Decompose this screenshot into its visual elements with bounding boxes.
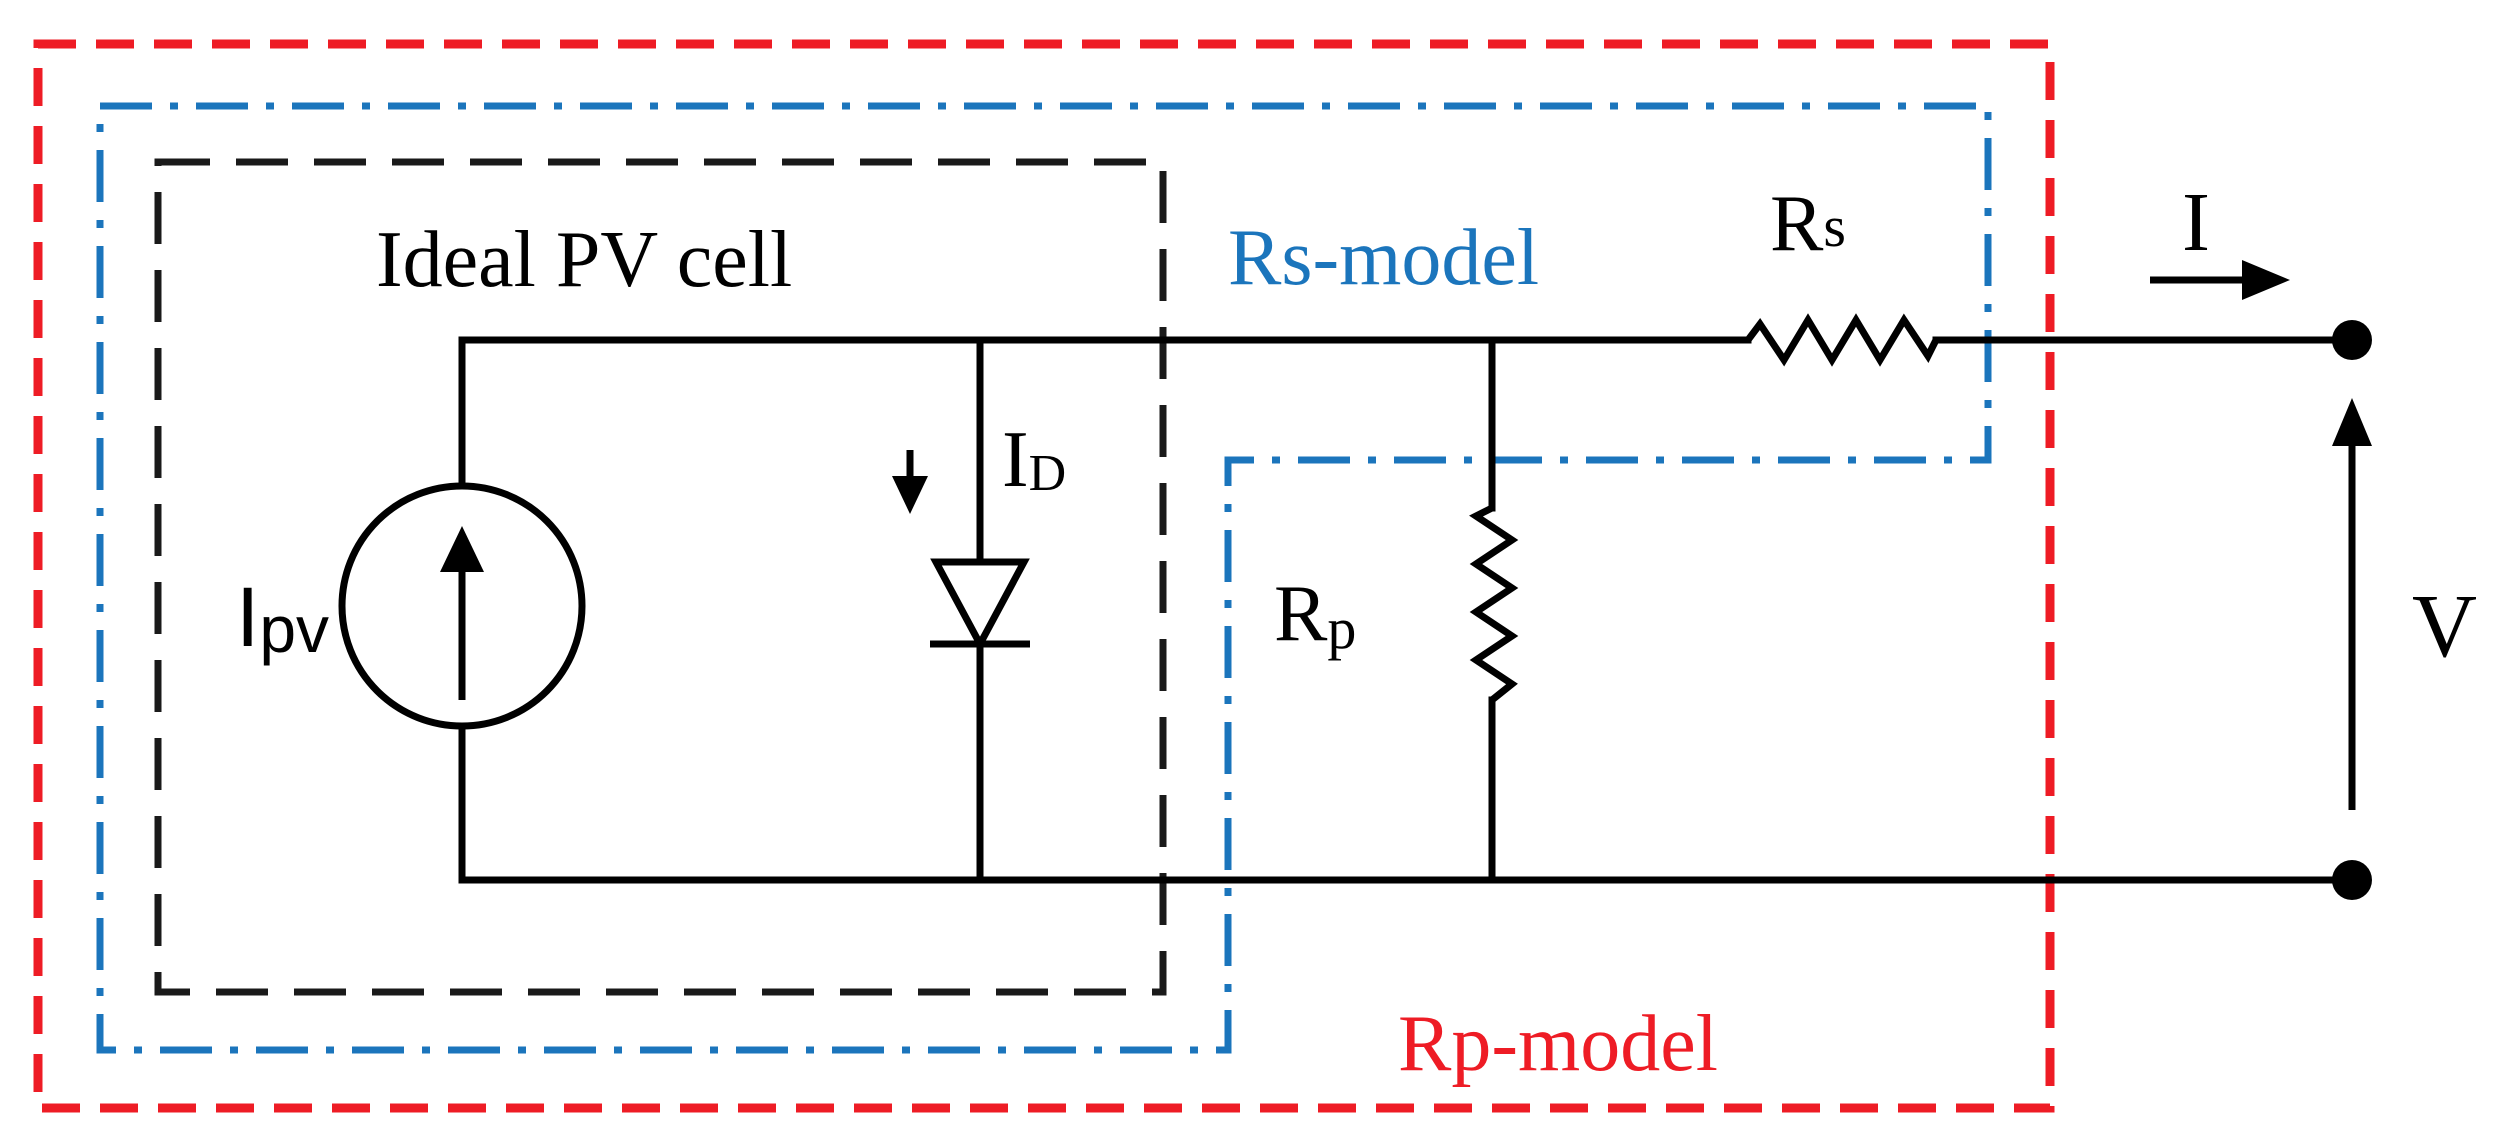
rp-model-label: Rp-model (1398, 1000, 1718, 1088)
rs-model-label: Rs-model (1228, 214, 1539, 302)
current-source-circle (338, 482, 586, 730)
ipv-label: Ipv (236, 570, 329, 666)
current-source-arrow-head (440, 526, 484, 572)
output-current-arrow (2150, 260, 2290, 300)
diode-current-arrow-head (892, 476, 928, 514)
diode-symbol (930, 558, 1030, 652)
ideal-pv-cell-label: Ideal PV cell (376, 216, 792, 304)
rs-model-boundary (96, 102, 1992, 1054)
output-current-arrow-head (2242, 260, 2290, 300)
rp-label: Rp (1274, 570, 1356, 661)
circuit-wires (458, 336, 2356, 884)
diode-current-arrow (892, 450, 928, 514)
negative-terminal (2332, 860, 2372, 900)
voltage-arrow (2332, 398, 2372, 810)
current-source (338, 482, 586, 730)
rp-resistor (1469, 504, 1519, 703)
ideal-pv-cell-boundary (154, 158, 1167, 996)
rp-model-boundary (33, 39, 2055, 1113)
diode-triangle (930, 558, 1030, 652)
rs-resistor (1745, 313, 1940, 367)
voltage-arrow-head (2332, 398, 2372, 446)
positive-terminal (2332, 320, 2372, 360)
output-current-label: I (2182, 176, 2210, 269)
rs-label: Rs (1770, 180, 1846, 268)
voltage-label: V (2412, 577, 2477, 676)
id-label: ID (1002, 416, 1066, 504)
